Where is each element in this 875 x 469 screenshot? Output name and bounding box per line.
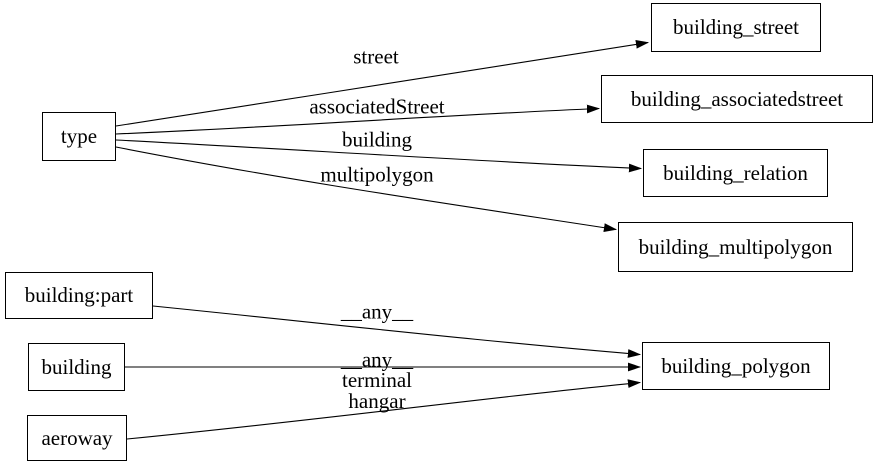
node-building-polygon: building_polygon <box>642 342 830 390</box>
edge-label-any-building: __any__ <box>340 347 414 372</box>
node-building: building <box>28 343 125 391</box>
edge-label-any-building-part: __any__ <box>340 299 414 324</box>
edge-type-building-street <box>115 39 650 127</box>
edge-label-terminal-hangar: terminal hangar <box>342 370 412 412</box>
edge-type-building-multipolygon <box>115 146 618 233</box>
edge-building-part-building-polygon <box>152 305 642 358</box>
edge-label-street: street <box>353 44 399 69</box>
edge-label-building: building <box>341 127 413 152</box>
edge-type-building-associatedstreet <box>115 104 601 135</box>
node-aeroway: aeroway <box>27 415 127 461</box>
node-building-part: building:part <box>5 272 153 319</box>
edge-label-associatedstreet: associatedStreet <box>309 94 445 119</box>
edge-label-terminal: terminal <box>342 368 412 392</box>
edge-type-building-relation <box>115 139 643 173</box>
edge-label-multipolygon: multipolygon <box>320 162 434 187</box>
node-type: type <box>42 112 116 161</box>
node-building-relation: building_relation <box>643 149 828 197</box>
node-building-associatedstreet: building_associatedstreet <box>601 75 873 123</box>
edge-label-hangar: hangar <box>348 389 406 413</box>
node-building-multipolygon: building_multipolygon <box>618 222 853 272</box>
edge-aeroway-building-polygon <box>126 379 642 440</box>
node-building-street: building_street <box>651 3 821 52</box>
